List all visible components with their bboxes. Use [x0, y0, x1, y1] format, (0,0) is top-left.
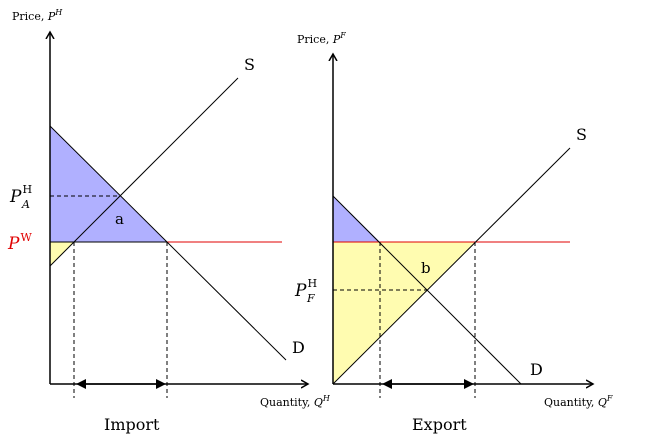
left-demand-curve [49, 125, 287, 361]
right-y-axis-title: Price, PF [297, 31, 346, 46]
left-demand-label: D [292, 338, 305, 357]
left-y-axis-title: Price, PH [12, 8, 63, 23]
left-supply-curve [49, 77, 239, 267]
right-region-b-label: b [421, 259, 431, 277]
left-bottom-label: Import [104, 415, 160, 434]
right-x-axis-title: Quantity, QF [544, 394, 613, 409]
right-supply-label: S [576, 125, 587, 144]
left-x-axis-title: Quantity, QH [260, 394, 331, 409]
right-bottom-label: Export [412, 415, 467, 434]
left-world-price-label: PW [7, 231, 32, 254]
right-supply-curve [332, 147, 571, 385]
right-demand-label: D [530, 360, 543, 379]
left-region-a-label: a [115, 210, 124, 228]
left-supply-label: S [244, 55, 255, 74]
